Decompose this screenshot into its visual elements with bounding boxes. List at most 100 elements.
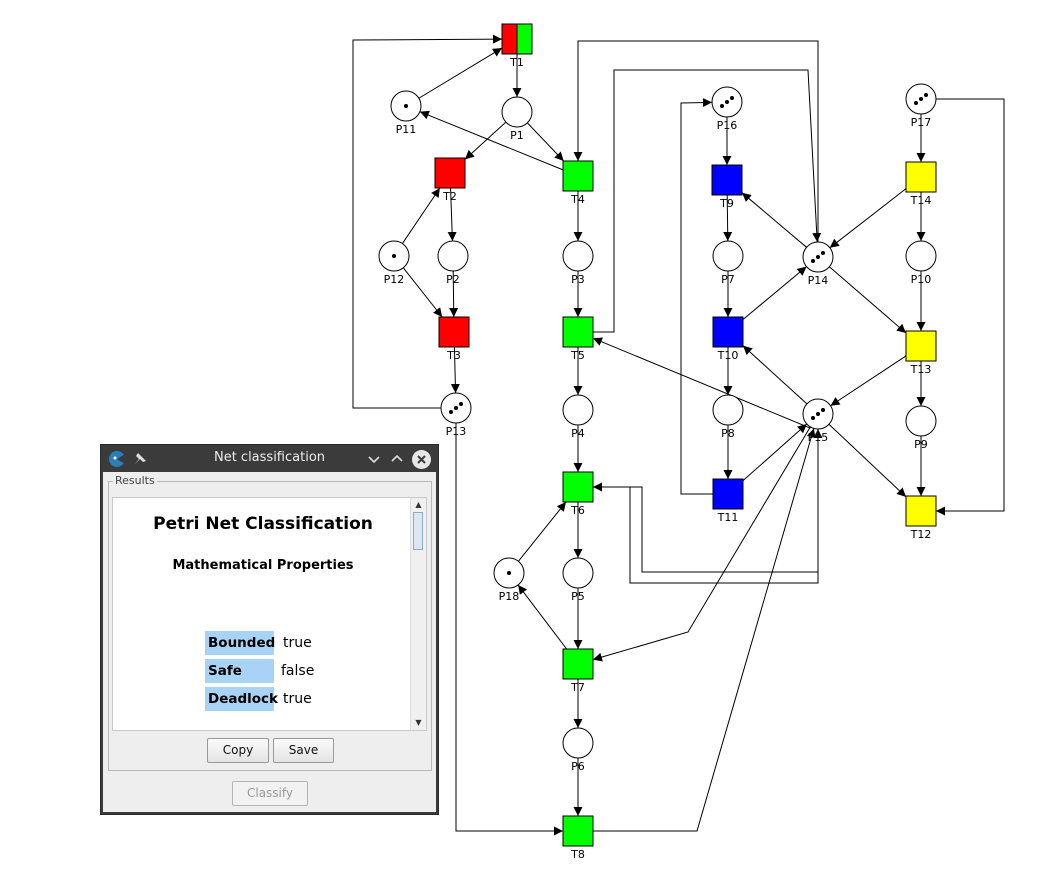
place-p2[interactable] xyxy=(437,240,469,272)
place-circle[interactable] xyxy=(905,240,937,272)
place-p15[interactable] xyxy=(802,398,834,430)
arc-p14-t13[interactable] xyxy=(829,266,907,334)
arc-p1-t4[interactable] xyxy=(526,122,565,162)
transition-color-segment[interactable] xyxy=(434,157,466,189)
arc-p13-t1[interactable] xyxy=(352,34,503,409)
place-circle[interactable] xyxy=(562,727,594,759)
arc-p15-t6[interactable] xyxy=(593,429,819,573)
arc-p2-t3[interactable] xyxy=(449,270,459,318)
transition-t3[interactable] xyxy=(438,316,470,348)
maximize-chevron-icon[interactable] xyxy=(388,450,406,468)
place-p12[interactable] xyxy=(378,240,410,272)
arc-t11-p15[interactable] xyxy=(742,423,808,482)
transition-t13[interactable] xyxy=(905,330,937,362)
transition-t6[interactable] xyxy=(562,471,594,503)
place-circle[interactable] xyxy=(905,405,937,437)
scroll-up-arrow-icon[interactable]: ▲ xyxy=(415,500,422,509)
place-p11[interactable] xyxy=(390,90,422,122)
arc-p13-t8[interactable] xyxy=(455,423,563,836)
place-circle[interactable] xyxy=(501,96,533,128)
transition-color-segment[interactable] xyxy=(562,471,594,503)
arc-t9-p7[interactable] xyxy=(723,194,733,242)
arc-t8-p15[interactable] xyxy=(593,428,816,832)
transition-color-segment[interactable] xyxy=(562,316,594,348)
transition-t11[interactable] xyxy=(712,478,744,510)
place-p1[interactable] xyxy=(501,96,533,128)
pin-icon[interactable] xyxy=(131,450,149,468)
minimize-chevron-icon[interactable] xyxy=(365,450,383,468)
arc-p12-t3[interactable] xyxy=(402,267,443,318)
place-p6[interactable] xyxy=(562,727,594,759)
vertical-scrollbar[interactable]: ▲ ▼ xyxy=(410,498,426,730)
place-circle[interactable] xyxy=(712,240,744,272)
transition-t9[interactable] xyxy=(711,164,743,196)
arc-p15-t10[interactable] xyxy=(742,345,808,405)
place-p7[interactable] xyxy=(712,240,744,272)
transition-color-segment[interactable] xyxy=(562,648,594,680)
classify-button[interactable]: Classify xyxy=(232,781,308,806)
place-p14[interactable] xyxy=(802,241,834,273)
place-circle[interactable] xyxy=(437,240,469,272)
arc-t2-p2[interactable] xyxy=(447,187,457,242)
scroll-thumb[interactable] xyxy=(413,512,423,550)
transition-color-segment[interactable] xyxy=(905,495,937,527)
arc-t6-p15[interactable] xyxy=(593,429,823,584)
place-p13[interactable] xyxy=(440,392,472,424)
transition-color-segment[interactable] xyxy=(516,23,533,55)
arc-p15-t5[interactable] xyxy=(592,337,811,429)
arc-p15-t7[interactable] xyxy=(592,426,811,662)
arc-p1-t2[interactable] xyxy=(464,121,507,160)
scroll-down-arrow-icon[interactable]: ▼ xyxy=(415,718,422,727)
dialog-titlebar[interactable]: Net classification xyxy=(101,445,438,472)
transition-t8[interactable] xyxy=(562,815,594,847)
transition-color-segment[interactable] xyxy=(711,164,743,196)
arc-t11-p16[interactable] xyxy=(680,98,713,495)
results-scroll-area[interactable]: Petri Net Classification Mathematical Pr… xyxy=(112,497,427,731)
place-circle[interactable] xyxy=(562,240,594,272)
transition-color-segment[interactable] xyxy=(501,23,518,55)
transition-t12[interactable] xyxy=(905,495,937,527)
place-p4[interactable] xyxy=(562,394,594,426)
close-icon[interactable] xyxy=(412,450,431,469)
transition-color-segment[interactable] xyxy=(905,161,937,193)
arc-p17-t12[interactable] xyxy=(936,98,1005,516)
place-p8[interactable] xyxy=(712,394,744,426)
place-p9[interactable] xyxy=(905,405,937,437)
place-p18[interactable] xyxy=(493,557,525,589)
place-p16[interactable] xyxy=(711,86,743,118)
transition-t10[interactable] xyxy=(712,316,744,348)
save-button[interactable]: Save xyxy=(273,738,334,763)
transition-t2[interactable] xyxy=(434,157,466,189)
arc-p14-t4[interactable] xyxy=(573,40,819,242)
arc-t3-p13[interactable] xyxy=(450,346,460,394)
transition-color-segment[interactable] xyxy=(712,316,744,348)
arc-t7-p18[interactable] xyxy=(517,584,568,650)
place-p17[interactable] xyxy=(905,83,937,115)
transition-color-segment[interactable] xyxy=(562,160,594,192)
place-circle[interactable] xyxy=(562,557,594,589)
transition-t1[interactable] xyxy=(501,23,533,55)
transition-t4[interactable] xyxy=(562,160,594,192)
arc-p15-t12[interactable] xyxy=(828,423,907,498)
place-circle[interactable] xyxy=(562,394,594,426)
transition-color-segment[interactable] xyxy=(438,316,470,348)
copy-button[interactable]: Copy xyxy=(207,738,269,763)
transition-color-segment[interactable] xyxy=(905,330,937,362)
transition-t5[interactable] xyxy=(562,316,594,348)
place-p3[interactable] xyxy=(562,240,594,272)
arc-t4-p11[interactable] xyxy=(419,110,564,171)
place-p5[interactable] xyxy=(562,557,594,589)
arc-p11-t1[interactable] xyxy=(418,47,503,99)
transition-t14[interactable] xyxy=(905,161,937,193)
arc-t5-p14[interactable] xyxy=(593,69,822,333)
transition-t7[interactable] xyxy=(562,648,594,680)
place-p10[interactable] xyxy=(905,240,937,272)
transition-color-segment[interactable] xyxy=(712,478,744,510)
arc-t10-p14[interactable] xyxy=(742,266,807,320)
arc-p12-t2[interactable] xyxy=(401,187,441,244)
arc-p18-t6[interactable] xyxy=(517,501,567,562)
place-circle[interactable] xyxy=(712,394,744,426)
transition-color-segment[interactable] xyxy=(562,815,594,847)
arc-p14-t9[interactable] xyxy=(741,192,807,248)
